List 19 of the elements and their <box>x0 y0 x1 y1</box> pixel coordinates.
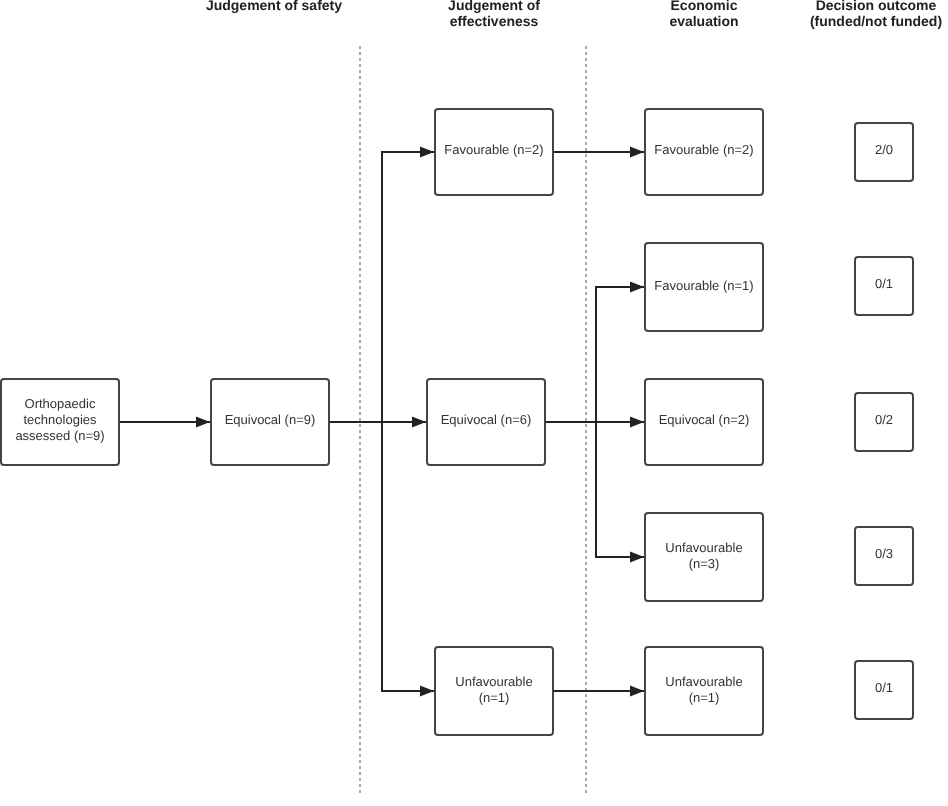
arrow <box>329 421 435 697</box>
process-box <box>0 378 120 466</box>
outcome-box <box>854 392 914 452</box>
process-box <box>644 378 764 466</box>
outcome-box <box>854 122 914 182</box>
process-box <box>644 512 764 602</box>
process-box <box>434 108 554 196</box>
outcome-box <box>854 660 914 720</box>
arrow <box>553 685 645 697</box>
process-box <box>426 378 546 466</box>
outcome-box <box>854 526 914 586</box>
process-box <box>434 646 554 736</box>
arrow <box>119 416 211 428</box>
outcome-box <box>854 256 914 316</box>
process-box <box>644 242 764 332</box>
process-box <box>210 378 330 466</box>
process-box <box>644 108 764 196</box>
arrow <box>553 146 645 158</box>
process-box <box>644 646 764 736</box>
